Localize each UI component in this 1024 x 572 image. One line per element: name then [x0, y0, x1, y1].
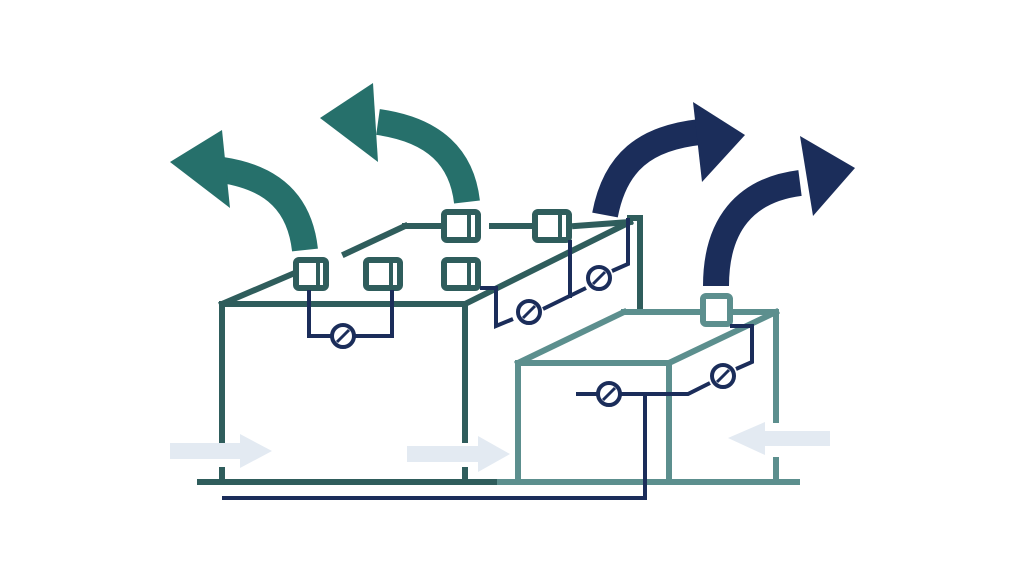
vent-5: [532, 209, 572, 243]
sensor-4: [596, 381, 622, 407]
exhaust-arrow-1: [170, 130, 318, 252]
small-cabinet: [497, 307, 800, 485]
intake-arrow-3: [728, 422, 830, 455]
sensor-2: [516, 299, 542, 325]
intake-arrow-2: [407, 436, 510, 472]
vent-3: [441, 209, 481, 243]
large-cabinet: [218, 215, 643, 485]
exhaust-arrow-4: [703, 136, 855, 287]
vent-2: [363, 257, 403, 291]
exhaust-arrow-2: [320, 83, 480, 204]
vent-4: [441, 257, 481, 291]
sensor-5: [710, 363, 736, 389]
intake-arrow-1: [170, 434, 272, 468]
vent-6: [700, 293, 733, 327]
sensor-3: [586, 265, 612, 291]
exhaust-arrow-3: [592, 102, 745, 218]
wiring: [222, 218, 754, 500]
sensor-1: [330, 323, 356, 349]
vent-1: [293, 257, 329, 291]
